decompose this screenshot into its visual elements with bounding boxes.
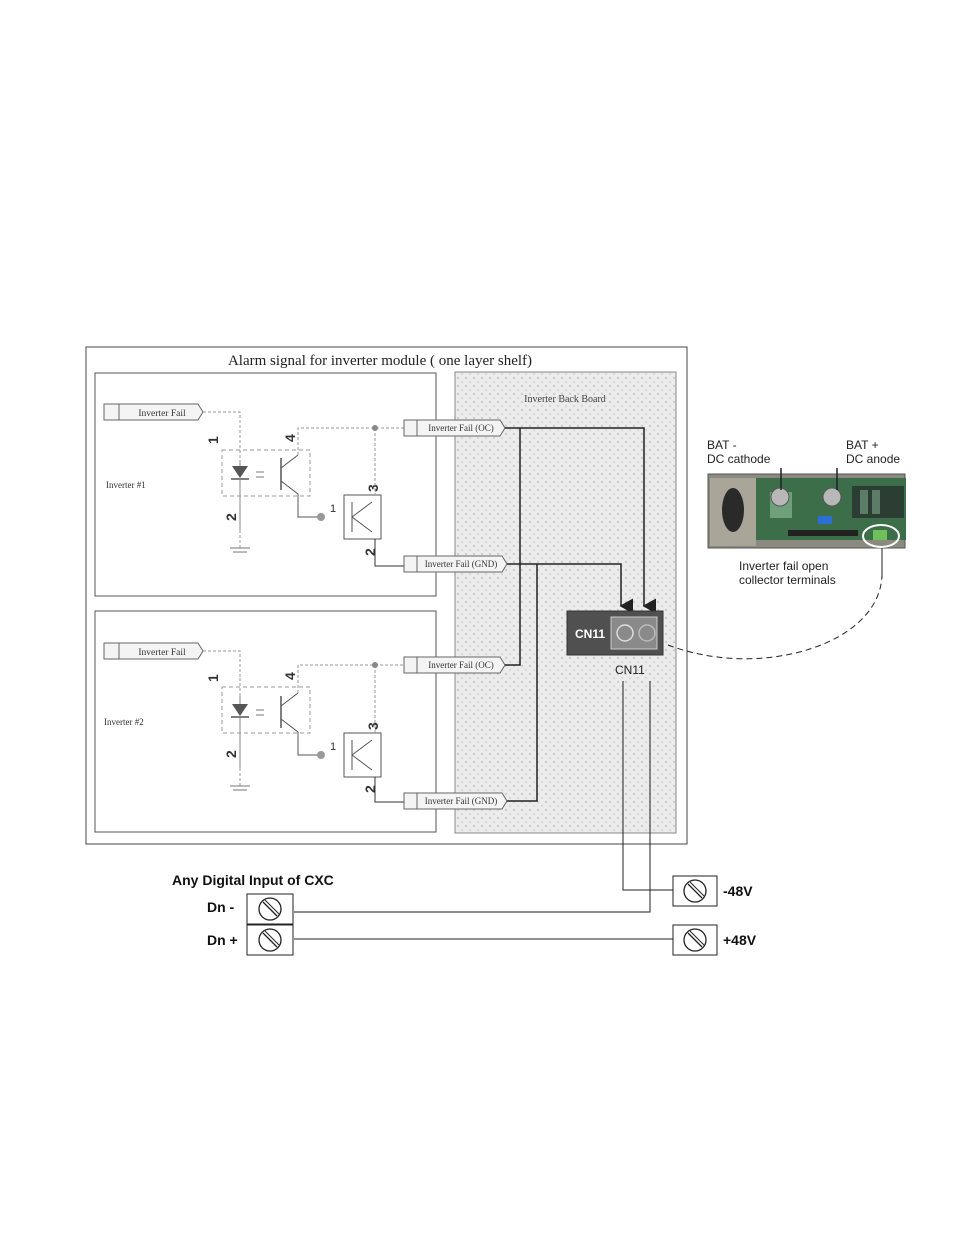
callout-curve — [667, 574, 883, 660]
terminal-screw-icon — [258, 897, 282, 921]
inverter-2-relay-pin-3: 3 — [365, 722, 381, 730]
back-board-label: Inverter Back Board — [524, 394, 606, 405]
terminal-highlight — [862, 524, 900, 548]
bat-plus-sub: DC anode — [846, 452, 900, 466]
inverter-2-panel: Inverter #2 Inverter Fail 1 2 4 1 3 2 In… — [94, 610, 508, 833]
inverter-1-panel: Inverter #1 Inverter Fail 1 2 4 1 3 2 — [94, 372, 508, 597]
inverter-1-pin-4: 4 — [282, 434, 298, 442]
dn-plus-label: Dn + — [207, 932, 238, 948]
cn11-label: CN11 — [575, 627, 605, 641]
inverter-2-relay-pin-2: 2 — [362, 785, 378, 793]
inverter-1-fail-tag — [103, 403, 204, 421]
inverter-back-board — [454, 371, 677, 834]
inverter-1-oc-label: Inverter Fail (OC) — [428, 423, 493, 433]
inverter-2-name: Inverter #2 — [104, 717, 144, 727]
inverter-2-pin-4: 4 — [282, 672, 298, 680]
back-board-wiring — [505, 427, 656, 802]
inverter-1-relay-pin-2: 2 — [362, 548, 378, 556]
digital-input-title: Any Digital Input of CXC — [172, 872, 334, 888]
photo-caption-1: Inverter fail open — [739, 559, 828, 573]
dn-plus-terminal — [246, 924, 294, 956]
module-photo: BAT - DC cathode BAT + DC anode Inverter… — [707, 438, 906, 587]
inverter-1-optocoupler — [221, 449, 311, 497]
inverter-1-led-icon — [232, 466, 248, 478]
inverter-1-oc-tag — [403, 419, 506, 437]
dn-minus-terminal — [246, 893, 294, 925]
inverter-2-oc-tag — [403, 656, 506, 674]
inverter-2-optocoupler — [221, 686, 311, 734]
plus-48v-terminal — [672, 924, 718, 956]
inverter-2-led-icon — [232, 704, 248, 716]
inverter-2-pin-1: 1 — [205, 674, 221, 682]
inverter-2-fail-label: Inverter Fail — [138, 648, 186, 658]
cn11-connector: CN11 — [566, 610, 664, 656]
bat-minus-label: BAT - — [707, 438, 737, 452]
inverter-2-pin-2: 2 — [223, 750, 239, 758]
inverter-2-gnd-tag — [403, 792, 508, 810]
minus-48v-label: -48V — [723, 883, 753, 899]
cn11-caption: CN11 — [615, 663, 645, 677]
inverter-2-gnd-label: Inverter Fail (GND) — [425, 796, 497, 806]
inverter-1-fail-label: Inverter Fail — [138, 409, 186, 419]
inverter-1-relay-pin-3: 3 — [365, 484, 381, 492]
terminal-screw-icon — [258, 928, 282, 952]
inverter-1-pin-1: 1 — [205, 436, 221, 444]
inverter-1-name: Inverter #1 — [106, 480, 146, 490]
terminal-screw-icon — [683, 879, 707, 903]
inverter-1-gnd-label: Inverter Fail (GND) — [425, 559, 497, 569]
inverter-2-oc-label: Inverter Fail (OC) — [428, 660, 493, 670]
dn-minus-label: Dn - — [207, 899, 235, 915]
diagram-title: Alarm signal for inverter module ( one l… — [228, 353, 532, 369]
inverter-1-relay — [343, 494, 382, 540]
bat-plus-label: BAT + — [846, 438, 879, 452]
terminal-screw-icon — [683, 928, 707, 952]
inverter-1-relay-pin-1: 1 — [330, 503, 336, 515]
inverter-1-gnd-tag — [403, 555, 508, 573]
inverter-2-relay — [343, 732, 382, 778]
inverter-2-relay-pin-1: 1 — [330, 741, 336, 753]
inverter-1-pin-2: 2 — [223, 513, 239, 521]
bat-minus-sub: DC cathode — [707, 452, 771, 466]
cn11-output-wiring — [294, 681, 673, 940]
plus-48v-label: +48V — [723, 932, 757, 948]
photo-caption-2: collector terminals — [739, 573, 836, 587]
minus-48v-terminal — [672, 875, 718, 907]
inverter-2-fail-tag — [103, 642, 204, 660]
